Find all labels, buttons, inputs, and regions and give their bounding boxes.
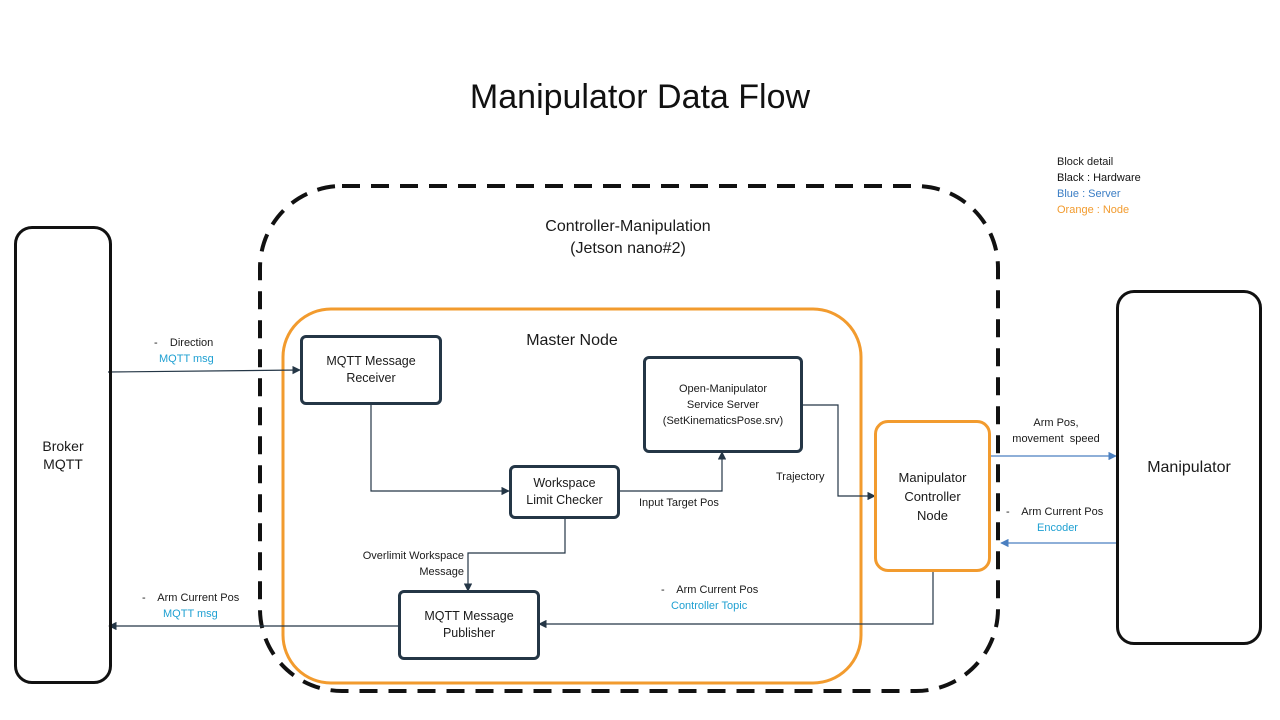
label-overlimit: Overlimit Workspace Message [340, 548, 464, 580]
label-arm-command-line2: movement speed [1012, 433, 1100, 445]
server-line1: Open-Manipulator [678, 382, 768, 395]
label-arm-current-pos-mqtt: - Arm Current Pos [142, 592, 240, 604]
page-title: Manipulator Data Flow [469, 78, 811, 116]
legend-server: Blue : Server [1057, 188, 1121, 200]
label-overlimit-line2: Message [419, 566, 464, 578]
legend: Block detail Black : Hardware Blue : Ser… [1057, 154, 1141, 218]
receiver-line1: MQTT Message [326, 354, 416, 368]
controller-heading: Controller-Manipulation (Jetson nano#2) [498, 216, 758, 260]
label-controller-arm-pos: - Arm Current Pos [661, 584, 759, 596]
controller-heading-line2: (Jetson nano#2) [570, 240, 686, 257]
arrow-overlimit [463, 518, 566, 592]
legend-node: Orange : Node [1057, 204, 1130, 216]
arrow-controller-topic [538, 571, 934, 629]
controller-heading-line1: Controller-Manipulation [545, 218, 711, 235]
arrow-direction [107, 365, 301, 375]
manipulator-label: Manipulator [1147, 458, 1231, 476]
broker-line1: Broker [42, 438, 84, 454]
receiver-line2: Receiver [346, 371, 396, 385]
checker-line2: Limit Checker [526, 493, 603, 507]
label-input-target-pos: Input Target Pos [639, 497, 719, 509]
master-node-heading: Master Node [526, 332, 618, 349]
controller-node-line3: Node [916, 507, 949, 523]
workspace-limit-checker-block: Workspace Limit Checker [509, 465, 620, 519]
controller-node-line2: Controller [904, 488, 961, 504]
label-trajectory: Trajectory [776, 471, 825, 483]
open-manipulator-service-server-block: Open-Manipulator Service Server (SetKine… [643, 356, 803, 453]
label-arm-command-line1: Arm Pos, [1033, 417, 1079, 429]
manipulator-block: Manipulator [1116, 290, 1262, 645]
label-direction-topic: MQTT msg [159, 353, 214, 365]
broker-mqtt-block: Broker MQTT [14, 226, 112, 684]
label-encoder-arm-pos: - Arm Current Pos [1006, 506, 1104, 518]
arrow-receiver-to-checker [370, 404, 510, 496]
legend-hardware: Black : Hardware [1057, 172, 1141, 184]
label-encoder-topic: Encoder [1037, 522, 1078, 534]
controller-node-line1: Manipulator [898, 469, 967, 485]
controller-manipulation-boundary [258, 184, 1000, 693]
legend-heading: Block detail [1057, 156, 1114, 168]
manipulator-controller-node-block: Manipulator Controller Node [874, 420, 991, 572]
server-line3: (SetKinematicsPose.srv) [662, 414, 784, 427]
arrow-input-target-pos [619, 451, 727, 492]
publisher-line1: MQTT Message [424, 609, 514, 623]
arrow-trajectory [802, 404, 876, 501]
mqtt-message-receiver-block: MQTT Message Receiver [300, 335, 442, 405]
label-controller-topic: Controller Topic [671, 600, 748, 612]
broker-line2: MQTT [43, 456, 83, 472]
label-overlimit-line1: Overlimit Workspace [362, 550, 464, 562]
label-arm-command: Arm Pos, movement speed [1002, 415, 1110, 447]
checker-line1: Workspace [533, 476, 596, 490]
publisher-line2: Publisher [442, 626, 496, 640]
label-arm-current-pos-mqtt-topic: MQTT msg [163, 608, 218, 620]
server-line2: Service Server [686, 398, 760, 411]
mqtt-message-publisher-block: MQTT Message Publisher [398, 590, 540, 660]
label-direction: - Direction [154, 337, 214, 349]
